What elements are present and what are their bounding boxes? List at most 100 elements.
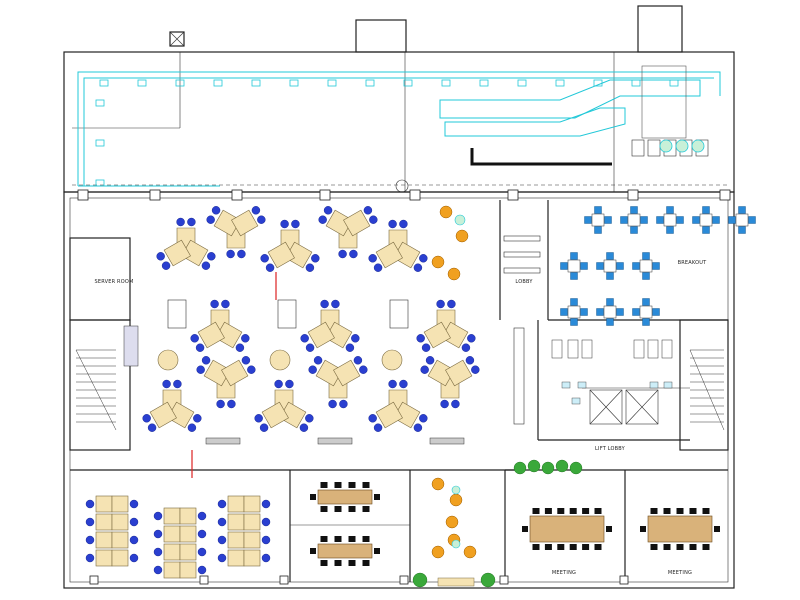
breakout-chair — [620, 216, 628, 224]
bench-desk — [243, 513, 261, 531]
planter — [569, 461, 583, 475]
task-chair — [425, 356, 435, 365]
workstation-desk — [315, 359, 343, 387]
task-chair — [153, 511, 163, 521]
workstation-desk — [441, 321, 469, 349]
workstation-desk — [393, 241, 421, 269]
task-chair — [197, 511, 207, 521]
meeting-chair — [362, 536, 370, 542]
meeting-chair — [320, 560, 328, 566]
planters — [412, 459, 583, 588]
meeting-chair — [374, 548, 380, 554]
task-chair — [467, 334, 476, 343]
meeting-chair — [606, 526, 612, 532]
lounge-chair — [447, 267, 461, 281]
washrooms — [551, 339, 673, 405]
task-chair — [369, 215, 378, 224]
breakout-chair — [642, 298, 650, 306]
task-chair — [359, 365, 368, 374]
workstation-cluster — [308, 356, 368, 409]
task-chair — [217, 553, 227, 563]
task-chair — [305, 263, 315, 272]
breakout-table — [627, 213, 641, 227]
meeting-chair — [557, 508, 565, 514]
side-table — [451, 485, 461, 495]
workstation-cluster — [190, 299, 250, 352]
workstation-cluster — [142, 379, 202, 432]
breakout-chair — [738, 206, 746, 214]
task-chair — [161, 261, 171, 270]
meeting-chair — [334, 560, 342, 566]
office-walls — [63, 191, 735, 589]
task-chair — [156, 252, 165, 261]
breakout-chair — [652, 262, 660, 270]
meeting-chair — [640, 526, 646, 532]
meeting-chair — [348, 482, 356, 488]
workstation-desk — [181, 239, 209, 267]
meeting-chair — [320, 536, 328, 542]
task-chair — [142, 414, 151, 423]
breakout-table — [663, 213, 677, 227]
meeting-chair — [532, 544, 540, 550]
breakout-table — [567, 259, 581, 273]
workstation-desk — [343, 209, 371, 237]
breakout-chair — [738, 226, 746, 234]
meeting-table — [317, 543, 373, 559]
task-chair — [311, 254, 320, 263]
task-chair — [187, 423, 197, 432]
lounge-chair — [439, 205, 453, 219]
meeting-table — [647, 515, 713, 543]
ceiling-diffuser — [95, 139, 105, 147]
server-room-label: SERVER ROOM — [94, 279, 133, 285]
task-chair — [345, 343, 355, 352]
task-chair — [436, 299, 445, 309]
meeting-chair — [650, 508, 658, 514]
bench-desk — [95, 495, 113, 513]
meeting-chair — [569, 544, 577, 550]
meeting-chair — [334, 506, 342, 512]
lobby-label: LOBBY — [515, 279, 533, 285]
column — [279, 575, 289, 585]
breakout-chair — [560, 262, 568, 270]
workstation-cluster — [300, 299, 360, 352]
task-chair — [261, 517, 271, 527]
ceiling-diffuser — [479, 79, 489, 87]
task-chair — [388, 219, 397, 229]
task-chair — [413, 263, 423, 272]
workstation-cluster — [368, 379, 428, 432]
task-chair — [217, 517, 227, 527]
task-chair — [363, 206, 373, 215]
breakout-chair — [630, 206, 638, 214]
low-storage — [317, 437, 353, 445]
breakout-chair — [580, 262, 588, 270]
task-chair — [308, 365, 317, 374]
task-chair — [368, 254, 377, 263]
meeting-chair — [348, 536, 356, 542]
task-chair — [318, 215, 327, 224]
task-chair — [195, 343, 205, 352]
stair-arrow — [75, 349, 117, 431]
bench-desk — [179, 507, 197, 525]
breakout-label: BREAKOUT — [678, 260, 707, 266]
meeting-chair — [334, 536, 342, 542]
ceiling-diffuser — [327, 79, 337, 87]
workstation-desk — [221, 359, 249, 387]
task-chair — [416, 334, 425, 343]
task-chair — [419, 414, 428, 423]
lounge-chair — [455, 229, 469, 243]
toilet-cubicle — [661, 339, 673, 359]
task-chair — [388, 379, 397, 389]
bench-desk — [227, 549, 245, 567]
task-chair — [471, 365, 480, 374]
task-chair — [368, 414, 377, 423]
breakout-chair — [652, 308, 660, 316]
task-chair — [187, 217, 196, 227]
task-chair — [162, 379, 171, 389]
task-chair — [323, 206, 333, 215]
lounge-chair — [431, 545, 445, 559]
toilet-cubicle — [551, 339, 563, 359]
bench-desk — [163, 507, 181, 525]
task-chair — [338, 249, 347, 259]
meeting-chair — [663, 544, 671, 550]
